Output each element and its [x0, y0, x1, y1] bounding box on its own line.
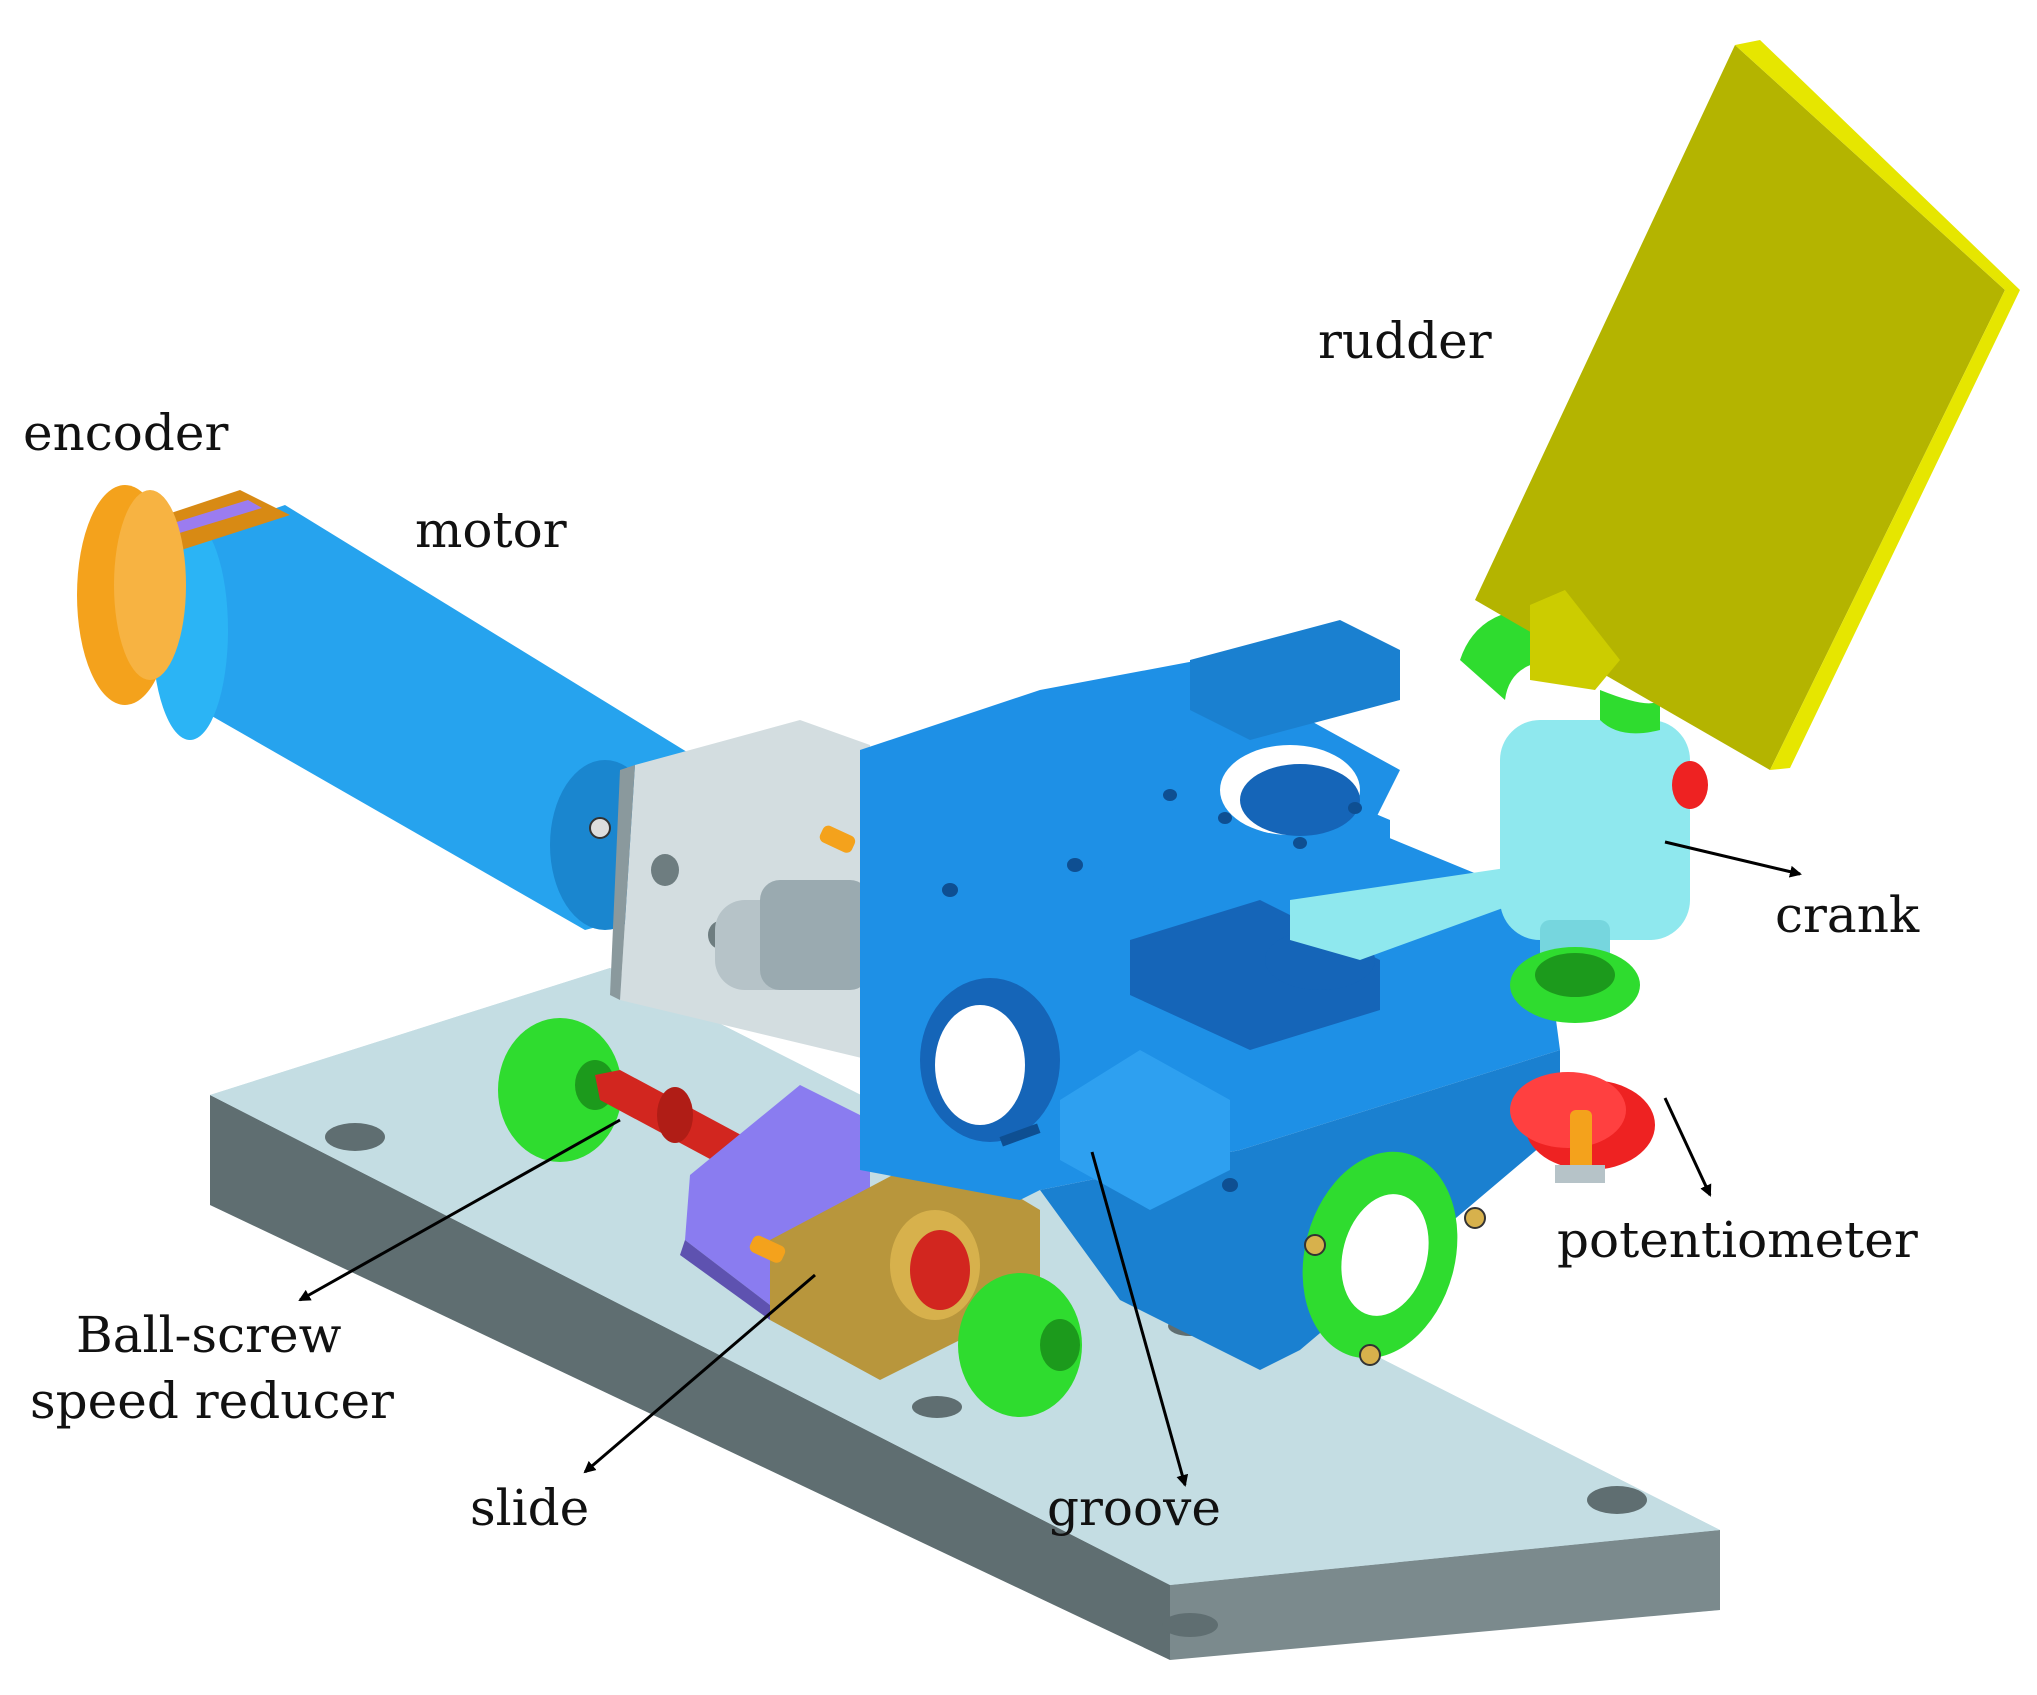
rudder-face	[1475, 45, 2005, 770]
label-ball-screw-line2: speed reducer	[30, 1372, 394, 1430]
screw-icon	[1464, 1207, 1486, 1229]
encoder-cap-rim	[114, 490, 186, 680]
label-ball-screw-line1: Ball-screw	[76, 1306, 342, 1364]
base-plate-front	[210, 1095, 1170, 1660]
wheel-left	[498, 1018, 622, 1162]
groove-slot	[999, 1123, 1041, 1147]
label-encoder: encoder	[23, 404, 228, 462]
bracket-hole	[651, 854, 679, 886]
body-small-hole	[1293, 837, 1307, 849]
body-upper-mount	[1190, 620, 1400, 740]
arrows	[298, 840, 1802, 1487]
screw-icon	[1304, 1234, 1326, 1256]
base-hole	[1587, 1486, 1647, 1514]
arrow-ball-screw	[298, 1118, 621, 1302]
label-potentiometer: potentiometer	[1557, 1211, 1918, 1269]
pot-base	[1555, 1165, 1605, 1183]
label-slide: slide	[470, 1479, 589, 1537]
pot-pin	[1570, 1110, 1592, 1170]
wheel-right-hole	[1040, 1319, 1080, 1371]
body-upper-block	[1085, 740, 1390, 920]
arrow-slide	[583, 1273, 816, 1474]
base-hole	[912, 1396, 962, 1418]
body-small-hole	[1067, 858, 1083, 872]
green-collar-hole	[1535, 953, 1615, 997]
label-crank: crank	[1775, 886, 1920, 944]
pot-knob	[1672, 761, 1708, 809]
body-groove-block	[1060, 1050, 1230, 1210]
rudder-edge-side	[1770, 290, 2020, 770]
rudder-stem	[1530, 590, 1620, 690]
rudder	[1475, 40, 2020, 770]
arrow-groove	[1090, 1151, 1189, 1487]
orange-pin	[749, 1235, 786, 1263]
base-hole	[325, 1123, 385, 1151]
base-plate-right-side	[1170, 1530, 1720, 1660]
rudder-edge-top	[1735, 40, 2020, 290]
bracket-side	[610, 765, 635, 1000]
labels: encoder motor rudder crank potentiometer…	[23, 312, 1920, 1537]
coupling-body	[760, 880, 870, 990]
body-small-hole	[1218, 812, 1232, 824]
body-small-hole	[1348, 802, 1362, 814]
body-hole-inner	[935, 1005, 1025, 1125]
arrow-potentiometer	[1663, 1097, 1712, 1197]
crank-assembly	[1290, 608, 1690, 1366]
arrow-crank	[1664, 840, 1802, 878]
motor-bracket	[610, 720, 870, 1060]
slide-flange-inner	[910, 1230, 970, 1310]
body-small-hole	[942, 883, 958, 897]
motor-assembly	[77, 485, 700, 930]
green-ring-hole	[1341, 1194, 1429, 1316]
pot-rim	[1510, 1072, 1626, 1148]
ball-screw-collar	[657, 1087, 693, 1143]
body-lower-arm	[1040, 1050, 1560, 1370]
body-small-hole	[1163, 789, 1177, 801]
wheel-right	[958, 1273, 1082, 1417]
slide-block-side	[680, 1240, 770, 1320]
screw-icon	[589, 817, 611, 839]
label-motor: motor	[415, 501, 567, 559]
orange-pin	[819, 825, 856, 853]
body-small-hole	[1222, 1178, 1238, 1192]
potentiometer	[1510, 761, 1708, 1183]
green-clamp	[1460, 608, 1660, 734]
screw-icon	[1359, 1344, 1381, 1366]
ball-screw-assembly	[498, 825, 1082, 1417]
base-hole	[1162, 1613, 1218, 1637]
crank-column	[1500, 720, 1690, 940]
label-rudder: rudder	[1318, 312, 1492, 370]
body-mount-hole-edge	[1240, 764, 1360, 836]
label-groove: groove	[1047, 1479, 1221, 1537]
